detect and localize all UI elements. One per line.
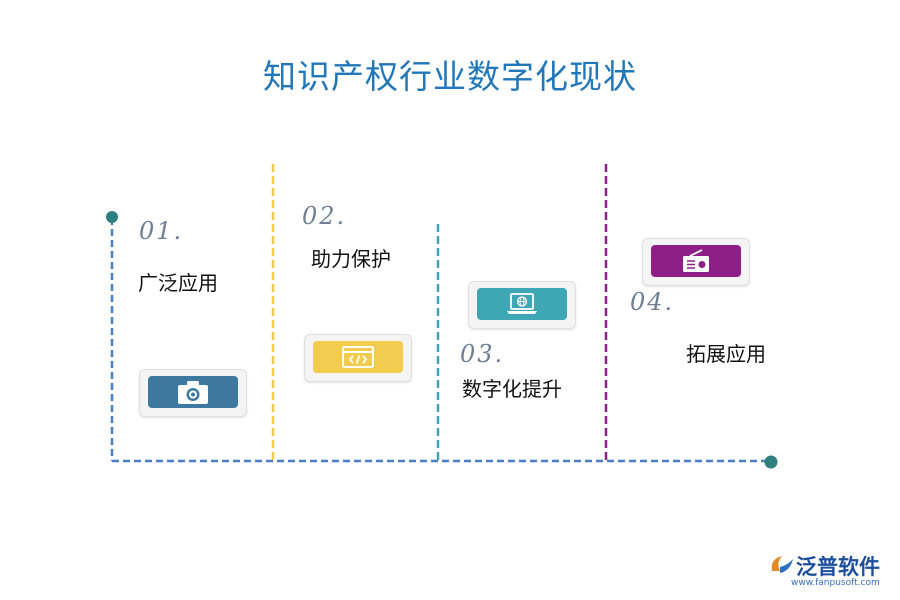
step-2-badge [304, 334, 412, 382]
timeline-start-dot [106, 211, 118, 223]
radio-icon [683, 249, 709, 272]
code-window-icon [342, 346, 374, 368]
step-1-number: 01. [139, 217, 184, 245]
step-3-badge [468, 281, 576, 329]
step-1-label: 广泛应用 [138, 271, 218, 295]
step-4-number: 04. [630, 288, 675, 316]
laptop-globe-icon [507, 293, 537, 314]
step-3-number: 03. [460, 340, 505, 368]
diagram-title: 知识产权行业数字化现状 [263, 57, 637, 96]
step-4-badge [642, 238, 750, 286]
step-1-badge [139, 369, 247, 417]
step-2-number: 02. [302, 202, 347, 230]
camera-icon [178, 381, 208, 404]
step-3-label: 数字化提升 [462, 377, 562, 401]
fanpu-logo-mark [771, 556, 793, 573]
step-2-badge-fill [313, 341, 403, 373]
step-2-label: 助力保护 [311, 247, 391, 271]
fanpu-logo-name: 泛普软件 [796, 555, 880, 579]
step-4-badge-fill [651, 245, 741, 277]
fanpu-logo-url: www.fanpusoft.com [791, 578, 880, 588]
timeline-end-dot [764, 455, 778, 469]
step-3-badge-fill [477, 288, 567, 320]
step-4-label: 拓展应用 [686, 342, 766, 366]
step-1-badge-fill [148, 376, 238, 408]
